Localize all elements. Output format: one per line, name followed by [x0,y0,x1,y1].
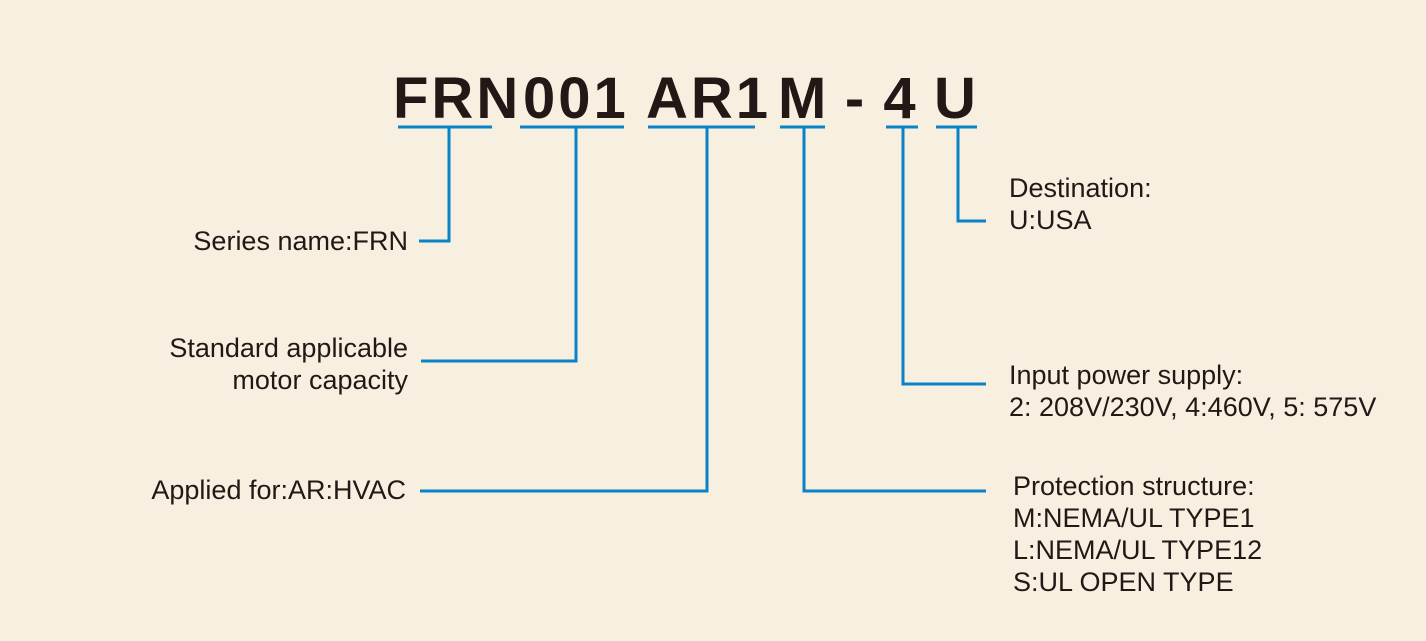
connector-destination [956,127,986,223]
label-protection-line2: M:NEMA/UL TYPE1 [1013,503,1255,533]
label-protection-line3: L:NEMA/UL TYPE12 [1013,535,1263,565]
label-power-line1: Input power supply: [1009,360,1244,390]
label-destination: Destination: U:USA [1009,172,1152,236]
code-destination: U [934,66,979,131]
connector-series [419,127,451,243]
code-application: AR1 [646,66,772,131]
code-protection: M [778,66,830,131]
label-protection-line1: Protection structure: [1013,471,1255,501]
label-protection: Protection structure: M:NEMA/UL TYPE1 L:… [1013,470,1262,598]
label-power-line2: 2: 208V/230V, 4:460V, 5: 575V [1009,392,1377,422]
label-series-text: Series name:FRN [193,226,408,256]
label-application: Applied for:AR:HVAC [151,474,406,506]
connector-protection [802,127,986,493]
code-voltage: 4 [883,66,919,131]
label-capacity-line1: Standard applicable [169,333,408,363]
label-destination-line1: Destination: [1009,173,1152,203]
connector-voltage [901,127,986,386]
label-capacity: Standard applicable motor capacity [169,332,408,396]
label-application-text: Applied for:AR:HVAC [151,475,406,505]
label-destination-line2: U:USA [1009,205,1092,235]
code-capacity: 001 [523,66,629,131]
code-dash: - [844,66,868,131]
label-capacity-line2: motor capacity [232,365,408,395]
label-protection-line4: S:UL OPEN TYPE [1013,567,1234,597]
connector-capacity [421,127,578,363]
connector-application [420,127,709,493]
label-series: Series name:FRN [193,225,408,257]
label-power: Input power supply: 2: 208V/230V, 4:460V… [1009,359,1376,423]
